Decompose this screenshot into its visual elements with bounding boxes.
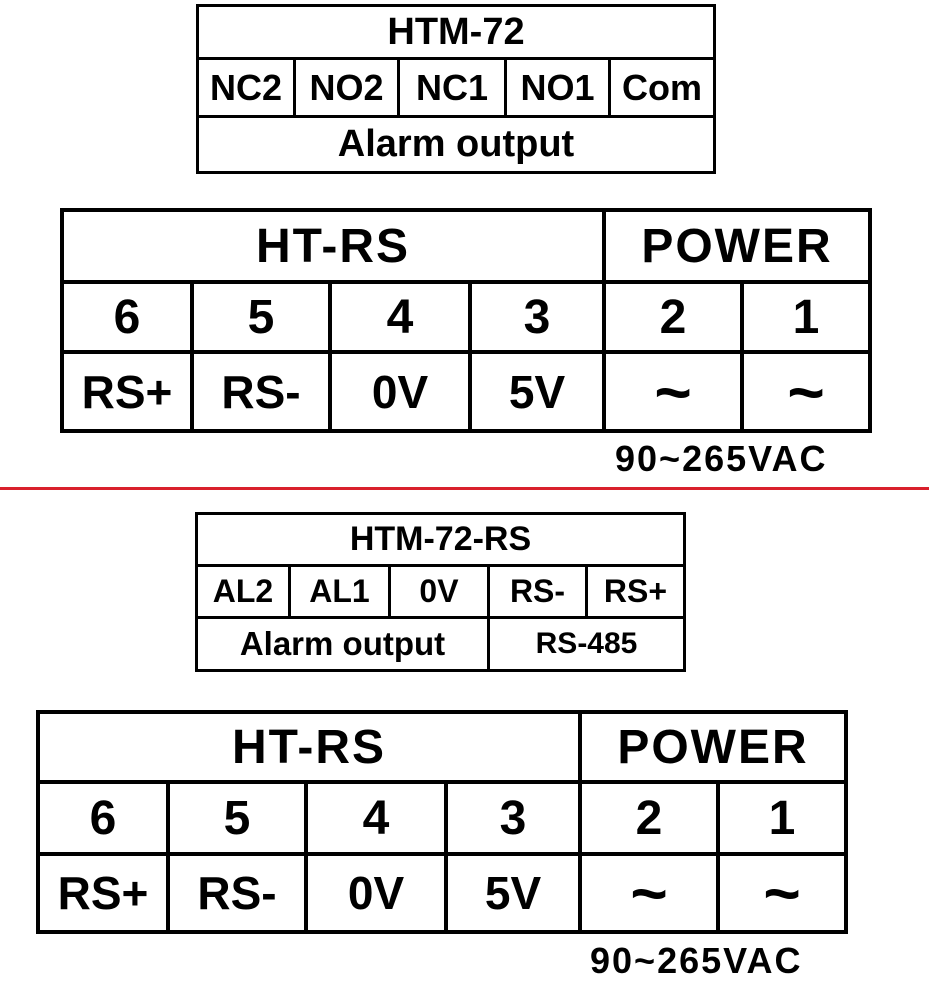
lower-terminal-number: 3 xyxy=(444,780,582,856)
lower-ac-tilde-label: ~ xyxy=(578,852,720,934)
htm72rs-terminal-rs-plus: RS+ xyxy=(585,564,686,619)
htm72rs-rs485-label: RS-485 xyxy=(487,616,686,672)
htm72rs-title: HTM-72-RS xyxy=(195,512,686,567)
htm72rs-alarm-output-label: Alarm output xyxy=(195,616,490,672)
upper-terminal-label: RS- xyxy=(190,350,332,433)
upper-terminal-number: 2 xyxy=(602,280,744,354)
htm72rs-terminal-block: HTM-72-RS AL2 AL1 0V RS- RS+ Alarm outpu… xyxy=(195,512,686,672)
htm72rs-terminal-al2: AL2 xyxy=(195,564,291,619)
upper-terminal-number: 4 xyxy=(328,280,472,354)
upper-power-group-label: POWER xyxy=(602,208,872,284)
lower-terminal-number: 4 xyxy=(304,780,448,856)
htm72-terminal-no2: NO2 xyxy=(293,57,400,118)
lower-terminal-number: 6 xyxy=(36,780,170,856)
upper-main-terminal-block: HT-RS POWER 6 5 4 3 2 1 RS+ RS- 0V 5V ~ … xyxy=(60,208,872,433)
htm72-alarm-output-label: Alarm output xyxy=(196,115,716,174)
htm72-title: HTM-72 xyxy=(196,4,716,60)
htm72rs-terminal-0v: 0V xyxy=(388,564,490,619)
htm72-terminal-com: Com xyxy=(608,57,716,118)
section-divider xyxy=(0,487,929,490)
lower-terminal-number: 1 xyxy=(716,780,848,856)
upper-terminal-label: RS+ xyxy=(60,350,194,433)
htm72-terminal-block: HTM-72 NC2 NO2 NC1 NO1 Com Alarm output xyxy=(196,4,716,174)
htm72rs-terminal-al1: AL1 xyxy=(288,564,391,619)
lower-ac-tilde-label: ~ xyxy=(716,852,848,934)
upper-terminal-label: 0V xyxy=(328,350,472,433)
lower-terminal-number: 5 xyxy=(166,780,308,856)
upper-ht-rs-group-label: HT-RS xyxy=(60,208,606,284)
htm72-terminal-nc2: NC2 xyxy=(196,57,296,118)
lower-power-group-label: POWER xyxy=(578,710,848,784)
upper-terminal-number: 6 xyxy=(60,280,194,354)
htm72rs-terminal-rs-minus: RS- xyxy=(487,564,588,619)
lower-ht-rs-group-label: HT-RS xyxy=(36,710,582,784)
upper-voltage-label: 90~265VAC xyxy=(615,438,828,479)
lower-terminal-label: 5V xyxy=(444,852,582,934)
upper-ac-tilde-label: ~ xyxy=(602,350,744,433)
upper-ac-tilde-label: ~ xyxy=(740,350,872,433)
lower-terminal-label: RS- xyxy=(166,852,308,934)
upper-terminal-number: 1 xyxy=(740,280,872,354)
htm72-terminal-no1: NO1 xyxy=(504,57,611,118)
htm72-terminal-nc1: NC1 xyxy=(397,57,507,118)
lower-terminal-label: 0V xyxy=(304,852,448,934)
lower-terminal-number: 2 xyxy=(578,780,720,856)
lower-main-terminal-block: HT-RS POWER 6 5 4 3 2 1 RS+ RS- 0V 5V ~ … xyxy=(36,710,848,934)
upper-terminal-label: 5V xyxy=(468,350,606,433)
upper-terminal-number: 3 xyxy=(468,280,606,354)
upper-terminal-number: 5 xyxy=(190,280,332,354)
lower-terminal-label: RS+ xyxy=(36,852,170,934)
lower-voltage-label: 90~265VAC xyxy=(590,940,803,981)
